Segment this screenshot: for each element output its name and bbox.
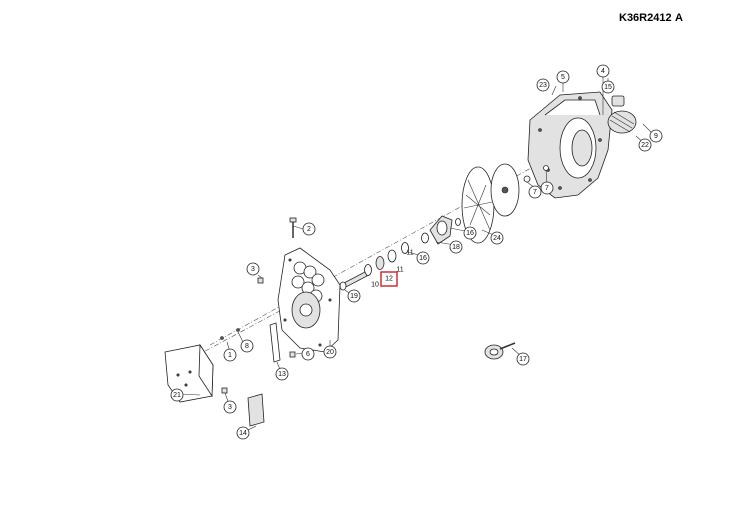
callout-18: 18 — [449, 240, 463, 254]
callout-circle — [275, 367, 289, 381]
inlet-grille[interactable] — [607, 110, 637, 134]
callout-circle — [170, 388, 184, 402]
callout-number: 1 — [228, 352, 232, 359]
label-11: 11 — [396, 267, 403, 274]
callout-16: 16 — [463, 226, 477, 240]
callout-number: 2 — [307, 226, 311, 233]
callout-circle — [540, 181, 554, 195]
bearing-housing[interactable] — [429, 215, 453, 245]
callout-9: 9 — [649, 129, 663, 143]
motor-flange[interactable] — [484, 342, 516, 360]
control-box[interactable] — [164, 343, 214, 403]
callout-15: 15 — [601, 80, 615, 94]
label-10: 10 — [371, 282, 379, 289]
drive-belt[interactable] — [269, 322, 281, 363]
callout-circle — [638, 138, 652, 152]
callout-number: 7 — [533, 189, 537, 196]
callout-number: 3 — [228, 404, 232, 411]
drive-shaft[interactable] — [339, 271, 368, 291]
callout-number: 8 — [245, 343, 249, 350]
callout-circle — [463, 226, 477, 240]
callout-number: 20 — [326, 349, 334, 356]
callout-number: 16 — [419, 255, 427, 262]
callout-number: 14 — [239, 430, 247, 437]
callout-23: 23 — [536, 78, 550, 92]
label-12: 12 — [385, 276, 393, 283]
outlet-fitting[interactable] — [611, 95, 625, 107]
bolt[interactable] — [289, 217, 297, 238]
callout-1: 1 — [223, 348, 237, 362]
callout-number: 13 — [278, 371, 286, 378]
callout-circle — [301, 347, 315, 361]
screws[interactable] — [220, 328, 240, 340]
callout-circle — [302, 222, 316, 236]
mounting-plate[interactable] — [277, 247, 341, 353]
callout-circle — [536, 78, 550, 92]
callout-number: 9 — [654, 133, 658, 140]
callout-circle — [323, 345, 337, 359]
callout-circle — [223, 400, 237, 414]
callout-2: 2 — [302, 222, 316, 236]
seal-rings[interactable] — [364, 218, 461, 276]
label-11-upper: 11 — [406, 250, 413, 257]
callout-circle — [516, 352, 530, 366]
callout-circle — [490, 231, 504, 245]
callout-circle — [601, 80, 615, 94]
callout-number: 18 — [452, 244, 460, 251]
callout-21: 21 — [170, 388, 184, 402]
callout-circle — [236, 426, 250, 440]
callout-20: 20 — [323, 345, 337, 359]
callout-number: 17 — [519, 356, 527, 363]
nuts[interactable] — [221, 277, 296, 394]
callout-8: 8 — [240, 339, 254, 353]
callout-circle — [556, 70, 570, 84]
plain-labels: 10 11 11 — [371, 250, 414, 289]
callout-14: 14 — [236, 426, 250, 440]
pump-housing[interactable] — [527, 91, 613, 199]
callout-22: 22 — [638, 138, 652, 152]
callout-13: 13 — [275, 367, 289, 381]
callout-circle — [649, 129, 663, 143]
drawing-code: K36R2412 — [619, 12, 672, 24]
callout-circle — [596, 64, 610, 78]
callout-number: 19 — [350, 293, 358, 300]
callout-circle — [246, 262, 260, 276]
callout-circle — [449, 240, 463, 254]
callout-number: 22 — [641, 142, 649, 149]
callout-3: 3 — [246, 262, 260, 276]
callout-number: 21 — [173, 392, 181, 399]
callout-7: 7 — [528, 185, 542, 199]
callout-number: 16 — [466, 230, 474, 237]
callout-4: 4 — [596, 64, 610, 78]
highlighted-part-12[interactable]: 12 — [380, 271, 398, 287]
callout-number: 24 — [493, 235, 501, 242]
callout-24: 24 — [490, 231, 504, 245]
callout-circle — [240, 339, 254, 353]
gasket[interactable] — [247, 393, 265, 427]
callout-16: 16 — [416, 251, 430, 265]
callout-number: 15 — [604, 84, 612, 91]
revision-letter: A — [675, 12, 683, 24]
callout-3: 3 — [223, 400, 237, 414]
callout-number: 4 — [601, 68, 605, 75]
callout-circle — [416, 251, 430, 265]
callout-5: 5 — [556, 70, 570, 84]
callout-6: 6 — [301, 347, 315, 361]
callout-19: 19 — [347, 289, 361, 303]
backing-disc[interactable] — [490, 163, 520, 217]
callout-number: 23 — [539, 82, 547, 89]
callout-number: 3 — [251, 266, 255, 273]
callout-circle — [528, 185, 542, 199]
callout-number: 7 — [545, 185, 549, 192]
callout-number: 6 — [306, 351, 310, 358]
callout-7: 7 — [540, 181, 554, 195]
callout-17: 17 — [516, 352, 530, 366]
callout-circle — [347, 289, 361, 303]
callout-circle — [223, 348, 237, 362]
callout-number: 5 — [561, 74, 565, 81]
